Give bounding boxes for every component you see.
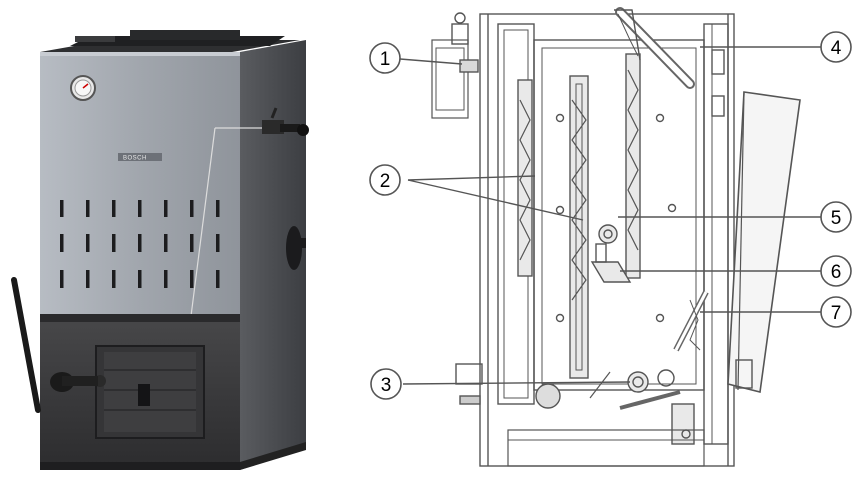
callout-1: 1	[369, 42, 401, 74]
callout-5-label: 5	[831, 208, 842, 229]
callout-leader-lines	[399, 46, 826, 385]
vent-slots	[60, 200, 220, 288]
thermometer-gauge-icon	[70, 75, 96, 101]
ash-door	[94, 345, 205, 439]
callout-3: 3	[370, 368, 402, 400]
boiler-cross-section	[431, 7, 801, 467]
callout-7-label: 7	[831, 303, 842, 324]
callout-6-label: 6	[831, 262, 842, 283]
boiler-photo: BOSCH	[11, 30, 309, 470]
boiler-top	[40, 30, 300, 52]
door-handle-icon	[50, 372, 98, 392]
brand-label: BOSCH	[123, 156, 147, 162]
poker-tool-icon	[11, 277, 41, 413]
callout-7: 7	[820, 296, 852, 328]
callout-1-label: 1	[380, 49, 391, 70]
callout-3-label: 3	[381, 375, 392, 396]
callout-5: 5	[820, 201, 852, 233]
callout-2-label: 2	[380, 171, 391, 192]
draught-regulator-icon	[262, 107, 309, 136]
callout-4: 4	[820, 31, 852, 63]
callout-4-label: 4	[831, 38, 842, 59]
side-port-icon	[286, 226, 306, 270]
brand-plate: BOSCH	[118, 153, 162, 162]
callout-2: 2	[369, 164, 401, 196]
boiler-side-panel	[240, 40, 306, 470]
callout-6: 6	[820, 255, 852, 287]
